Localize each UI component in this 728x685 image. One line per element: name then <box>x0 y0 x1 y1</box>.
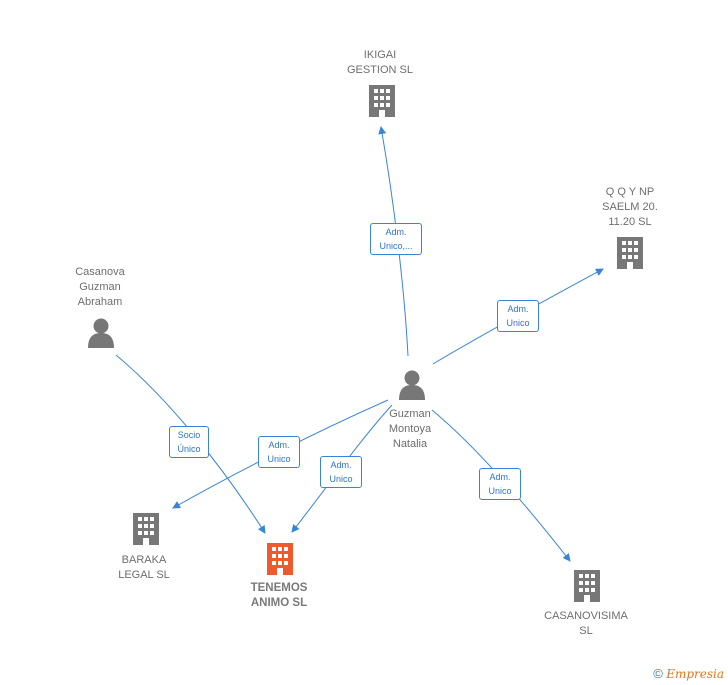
node-label-ikigai[interactable]: IKIGAI GESTION SL <box>346 49 414 76</box>
node-label-baraka[interactable]: BARAKA LEGAL SL <box>118 554 170 581</box>
copyright-icon: © <box>653 666 663 681</box>
edge-label-socio: Socio Único <box>169 426 209 458</box>
building-icon <box>574 570 600 602</box>
node-label-casanova[interactable]: Casanova Guzman Abraham <box>75 266 125 308</box>
building-icon <box>617 237 643 269</box>
edge-label-baraka: Adm. Unico <box>258 436 300 468</box>
building-icon <box>369 85 395 117</box>
person-icon <box>88 318 114 348</box>
node-label-guzman[interactable]: Guzman Montoya Natalia <box>388 408 432 450</box>
node-label-tenemos[interactable]: TENEMOS ANIMO SL <box>250 582 308 609</box>
edge-label-tenemos: Adm. Unico <box>320 456 362 488</box>
edge-label-qqynp: Adm. Unico <box>497 300 539 332</box>
person-icon <box>399 370 425 400</box>
watermark: © Empresia <box>653 666 724 681</box>
building-icon-main <box>267 543 293 575</box>
brand-logo: Empresia <box>666 667 724 681</box>
building-icon <box>133 513 159 545</box>
node-label-casanovisima[interactable]: CASANOVISIMA SL <box>544 610 628 637</box>
edge-label-ikigai: Adm. Unico,... <box>370 223 422 255</box>
edge-label-casanovisima: Adm. Unico <box>479 468 521 500</box>
node-label-qqynp[interactable]: Q Q Y NP SAELM 20. 11.20 SL <box>602 186 658 228</box>
